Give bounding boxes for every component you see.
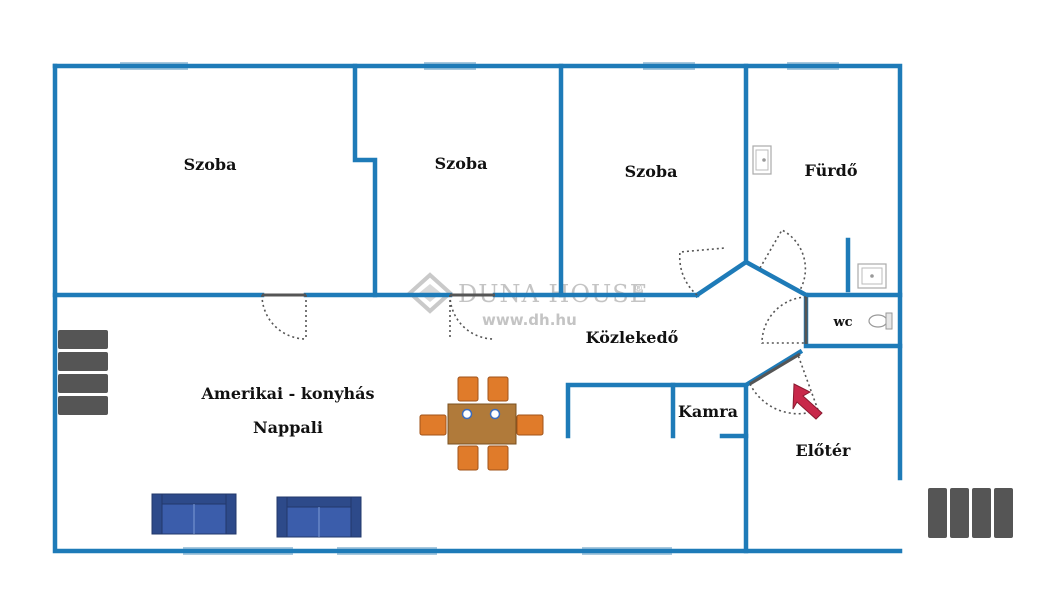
dining-table-icon <box>419 376 544 471</box>
stairs-left-icon <box>58 330 108 415</box>
room-label-kamra: Kamra <box>678 402 738 421</box>
door-nappali <box>261 293 307 340</box>
room-label-szoba-1: Szoba <box>184 155 237 174</box>
wall-szoba3-furdo <box>693 63 749 299</box>
sofa-icon <box>276 496 362 538</box>
sink-icon <box>752 145 772 175</box>
room-label-eloter: Előtér <box>796 441 852 460</box>
room-label-nappali-line2: Nappali <box>253 418 323 437</box>
wall-kamra <box>565 382 749 554</box>
doors <box>261 228 820 415</box>
door-furdo <box>759 228 807 291</box>
wall-szoba1 <box>352 63 378 298</box>
room-label-nappali-line1: Amerikai - konyhás <box>200 384 374 403</box>
room-label-kozlekedo: Közlekedő <box>586 328 679 347</box>
door-entrance <box>749 352 820 415</box>
outer-wall <box>52 63 903 481</box>
door-szoba3 <box>678 247 726 296</box>
room-label-szoba-3: Szoba <box>625 162 678 181</box>
stairs-outside-icon <box>928 488 1013 538</box>
windows <box>120 62 839 555</box>
sofa-icon <box>151 493 237 535</box>
watermark-url: www.dh.hu <box>482 311 577 329</box>
walls <box>52 63 903 554</box>
door-wc <box>761 296 808 344</box>
door-nappali-2 <box>449 293 495 340</box>
room-label-szoba-2: Szoba <box>435 154 488 173</box>
shower-tray-icon <box>857 263 887 289</box>
room-label-wc: wc <box>832 315 852 330</box>
toilet-icon <box>868 312 893 330</box>
watermark-registered: ® <box>634 284 643 294</box>
entrance-arrow-icon <box>792 383 823 420</box>
watermark: DUNA HOUSE ® www.dh.hu <box>407 272 647 329</box>
room-label-furdo: Fürdő <box>805 161 858 180</box>
chair-icon <box>419 376 544 471</box>
outer-wall <box>52 63 903 554</box>
